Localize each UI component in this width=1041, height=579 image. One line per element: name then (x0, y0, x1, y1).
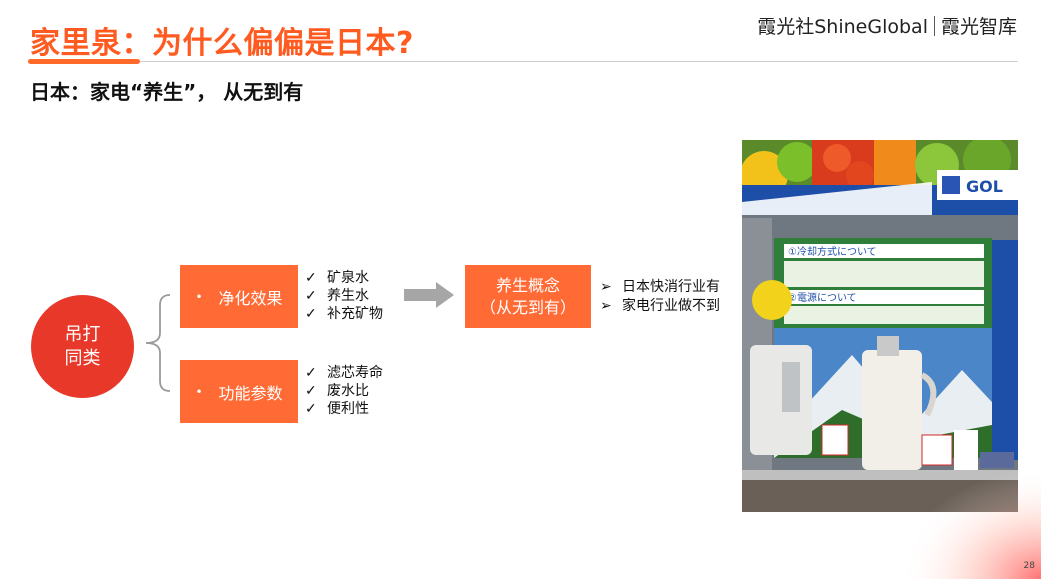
check-icon: ✓ (305, 401, 317, 417)
box-purification-effect: • 净化效果 (180, 265, 298, 328)
banner-cooling-text: ①冷却方式について (788, 245, 877, 258)
box-label-line2: （从无到有） (479, 297, 576, 317)
check-icon: ✓ (305, 306, 317, 322)
product-display-photo: GOL ①冷却方式について ②電源について (742, 140, 1018, 512)
summary-circle: 吊打 同类 (31, 295, 134, 398)
header-divider (28, 61, 1018, 62)
brand-separator (933, 16, 935, 36)
list-item: ✓养生水 (305, 288, 369, 304)
page-title: 家里泉：为什么偏偏是日本? (30, 26, 414, 61)
list-conclusions: ➢日本快消行业有 ➢家电行业做不到 (600, 278, 720, 316)
checklist-purification: ✓矿泉水 ✓养生水 ✓补充矿物 (305, 269, 383, 323)
box-wellness-concept: 养生概念 （从无到有） (465, 265, 591, 328)
list-item: ✓便利性 (305, 401, 369, 417)
circle-text-line1: 吊打 (64, 323, 101, 345)
bullet-dot-icon: • (195, 384, 203, 399)
circle-text-line2: 同类 (64, 347, 101, 369)
decorative-corner-gradient (900, 470, 1041, 579)
chevron-bullet-icon: ➢ (600, 298, 612, 314)
list-item: ✓矿泉水 (305, 270, 369, 286)
check-icon: ✓ (305, 288, 317, 304)
check-icon: ✓ (305, 270, 317, 286)
page-subtitle: 日本：家电“养生”， 从无到有 (30, 80, 304, 104)
right-arrow-icon (404, 282, 454, 308)
chevron-bullet-icon: ➢ (600, 279, 612, 295)
banner-power-text: ②電源について (788, 291, 857, 304)
title-accent-bar (28, 59, 140, 64)
box-function-parameters: • 功能参数 (180, 360, 298, 423)
list-item: ➢日本快消行业有 (600, 279, 720, 295)
sign-brand-text: GOL (966, 177, 1003, 196)
list-item: ✓滤芯寿命 (305, 365, 383, 381)
list-item: ✓废水比 (305, 383, 369, 399)
brand-name-shineglobal: 霞光社ShineGlobal (757, 16, 928, 38)
box-label-line1: 养生概念 (495, 275, 560, 295)
check-icon: ✓ (305, 365, 317, 381)
check-icon: ✓ (305, 383, 317, 399)
brace-connector (145, 294, 171, 392)
list-item: ➢家电行业做不到 (600, 298, 720, 314)
brand-logo: 霞光社ShineGlobal 霞光智库 (757, 12, 1017, 39)
brand-name-think-tank: 霞光智库 (940, 16, 1017, 38)
box-label: 净化效果 (218, 288, 283, 308)
page-number: 28 (1023, 561, 1035, 571)
bullet-dot-icon: • (195, 289, 203, 304)
box-label: 功能参数 (218, 383, 283, 403)
checklist-parameters: ✓滤芯寿命 ✓废水比 ✓便利性 (305, 364, 383, 418)
list-item: ✓补充矿物 (305, 306, 383, 322)
